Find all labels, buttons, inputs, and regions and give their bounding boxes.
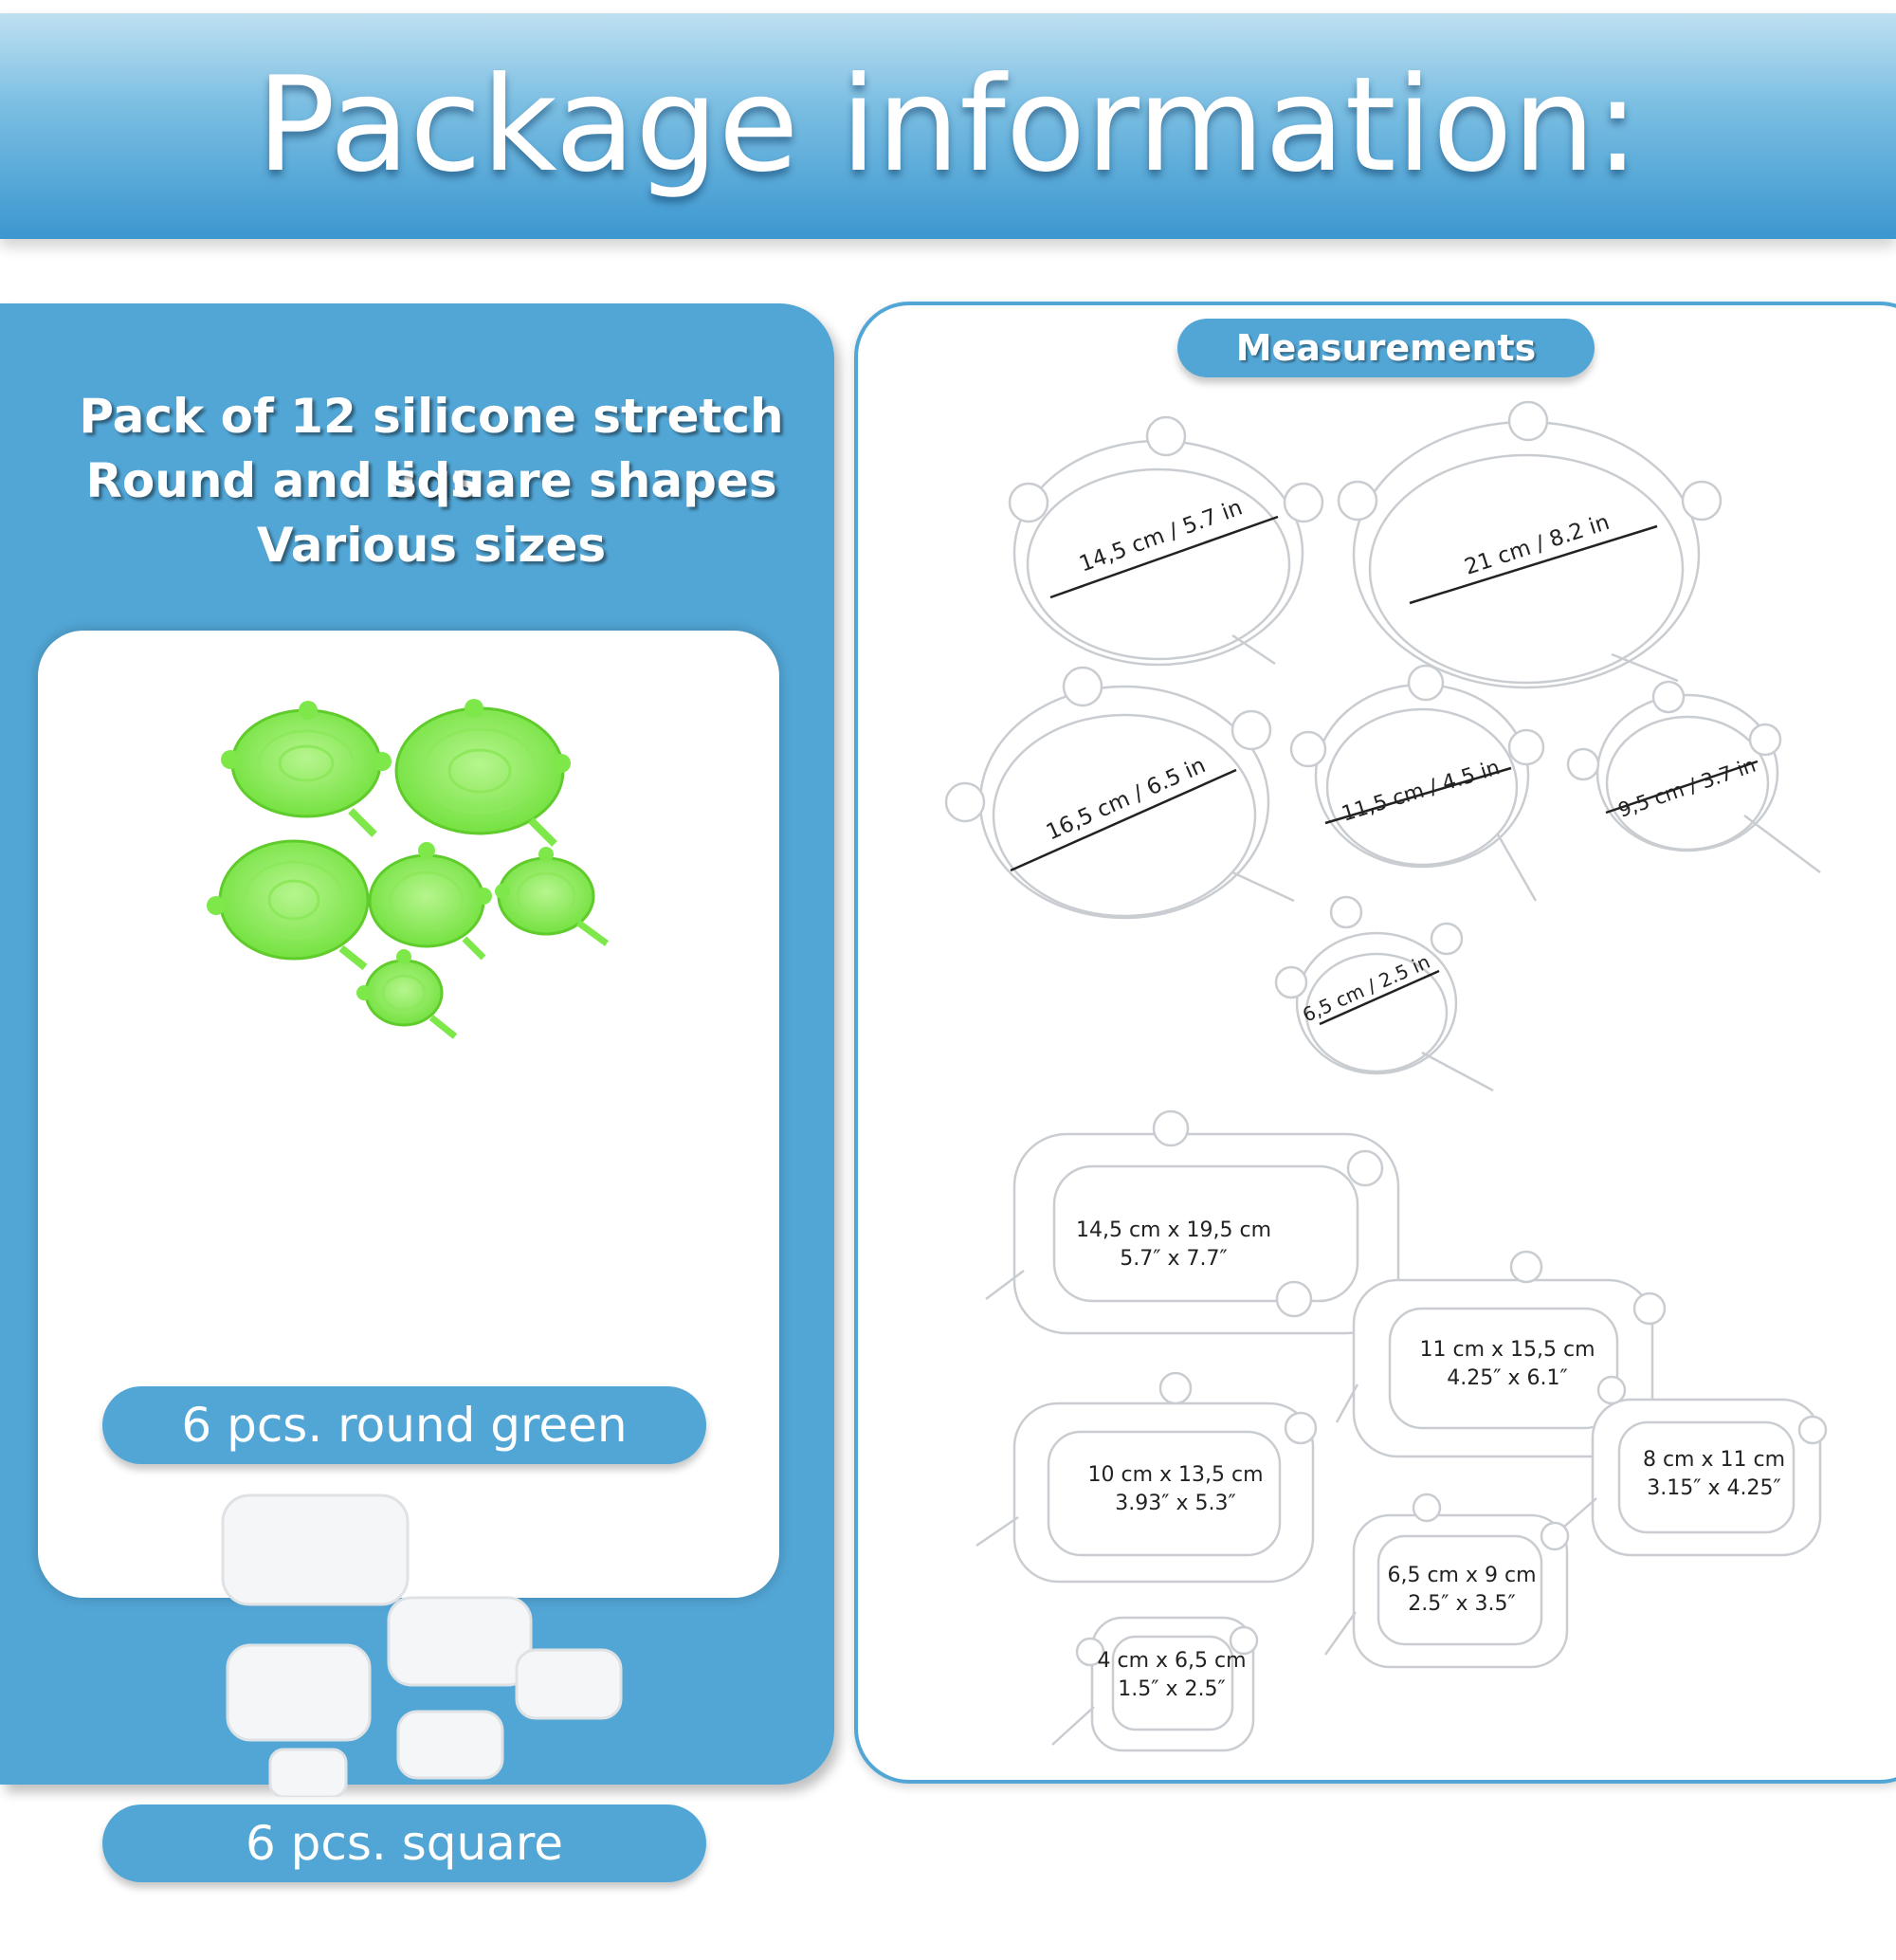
transparent-square-lids-image bbox=[221, 1493, 623, 1797]
green-round-lids-image bbox=[207, 699, 610, 1039]
green-lid-3 bbox=[207, 839, 370, 971]
green-lid-1 bbox=[221, 701, 392, 837]
square-measure-3-cm: 10 cm x 13,5 cm bbox=[1087, 1463, 1263, 1487]
square-lid-outline-5 bbox=[1323, 1493, 1570, 1669]
green-lid-6 bbox=[356, 949, 458, 1039]
round-lid-outline-2 bbox=[1337, 400, 1723, 689]
square-measure-1-in: 5.7″ x 7.7″ bbox=[1120, 1247, 1227, 1271]
green-lid-5 bbox=[495, 847, 610, 946]
green-lid-2 bbox=[394, 699, 571, 847]
square-lid-outline-1 bbox=[985, 1109, 1400, 1335]
square-lid-2 bbox=[387, 1596, 533, 1687]
square-lid-outline-3 bbox=[975, 1371, 1318, 1584]
measurements-title: Measurements bbox=[1177, 319, 1595, 377]
intro-line-2: Round and square shapes bbox=[85, 453, 777, 508]
square-lid-3 bbox=[226, 1643, 372, 1742]
square-measure-1-cm: 14,5 cm x 19,5 cm bbox=[1076, 1218, 1271, 1242]
intro-line-3: Various sizes bbox=[256, 518, 607, 573]
square-lid-outline-4 bbox=[1563, 1375, 1828, 1557]
square-lid-4 bbox=[515, 1648, 623, 1720]
square-measure-2-in: 4.25″ x 6.1″ bbox=[1447, 1366, 1567, 1390]
square-measure-6-in: 1.5″ x 2.5″ bbox=[1118, 1677, 1225, 1701]
round-lid-outline-1 bbox=[1008, 415, 1324, 667]
square-lid-1 bbox=[221, 1493, 410, 1606]
square-lid-6 bbox=[268, 1748, 348, 1797]
round-lid-outline-6 bbox=[1274, 895, 1494, 1092]
square-lid-outline-2 bbox=[1335, 1250, 1667, 1458]
square-measure-3-in: 3.93″ x 5.3″ bbox=[1115, 1492, 1235, 1515]
round-lid-outline-3 bbox=[944, 666, 1295, 920]
header-banner: Package information: bbox=[0, 13, 1896, 239]
square-lid-outline-6 bbox=[1051, 1616, 1259, 1752]
measurements-diagram: 14,5 cm / 5.7 in 21 cm / 8.2 in 16,5 cm … bbox=[944, 400, 1828, 1752]
round-lid-outline-5 bbox=[1566, 680, 1821, 873]
intro-line-1: Pack of 12 silicone stretch lids bbox=[79, 389, 784, 508]
square-measure-6-cm: 4 cm x 6,5 cm bbox=[1097, 1649, 1246, 1673]
lid-sets-card: 6 pcs. round green 6 pcs. square transpa… bbox=[38, 631, 779, 1949]
round-lid-outline-4 bbox=[1289, 664, 1545, 902]
square-measure-5-in: 2.5″ x 3.5″ bbox=[1408, 1592, 1515, 1616]
square-measure-5-cm: 6,5 cm x 9 cm bbox=[1387, 1564, 1536, 1587]
square-measure-4-in: 3.15″ x 4.25″ bbox=[1647, 1476, 1780, 1500]
green-lid-4 bbox=[368, 842, 492, 961]
package-contents-panel: Pack of 12 silicone stretch lids Round a… bbox=[0, 303, 834, 1949]
square-measure-2-cm: 11 cm x 15,5 cm bbox=[1419, 1338, 1595, 1362]
square-measure-4-cm: 8 cm x 11 cm bbox=[1643, 1448, 1785, 1472]
page-title: Package information: bbox=[256, 48, 1640, 201]
square-lid-5 bbox=[396, 1710, 504, 1780]
round-green-label: 6 pcs. round green bbox=[102, 1386, 706, 1464]
